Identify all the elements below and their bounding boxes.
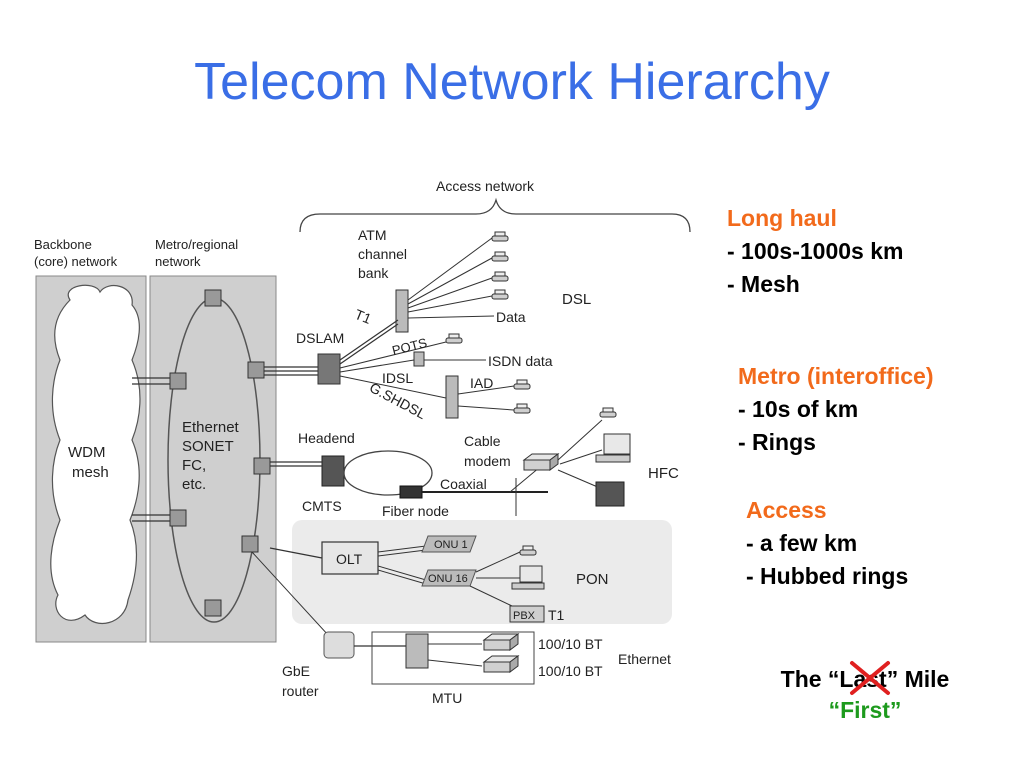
access-brace: [299, 197, 691, 233]
long-haul-heading: Long haul: [727, 205, 837, 231]
mtu-box: [371, 631, 535, 685]
long-haul-block: Long haul - 100s-1000s km - Mesh: [727, 202, 903, 301]
label-ring-3: FC,: [182, 457, 206, 474]
label-dsl: DSL: [562, 291, 591, 308]
label-cmts: CMTS: [302, 498, 342, 514]
metro-block: Metro (interoffice) - 10s of km - Rings: [738, 360, 934, 459]
label-headend: Headend: [298, 430, 355, 446]
mile-block: The “Last” Mile “First”: [740, 664, 990, 726]
mile-first: “First”: [828, 697, 902, 723]
hfc-tv: [595, 481, 625, 507]
label-ethernet: Ethernet: [618, 651, 671, 667]
label-ring-4: etc.: [182, 476, 206, 493]
access-line-1: - a few km: [746, 530, 858, 556]
label-backbone-1: Backbone: [34, 237, 92, 252]
label-t1-pon: T1: [548, 607, 565, 623]
label-atm-3: bank: [358, 265, 389, 281]
onu1: [421, 535, 477, 553]
label-mtu: MTU: [432, 690, 462, 706]
strike-x-icon: [850, 661, 890, 695]
label-metro-1: Metro/regional: [155, 237, 238, 252]
label-onu1: ONU 1: [434, 539, 468, 551]
label-atm-2: channel: [358, 246, 407, 262]
ring-node-right1: [247, 361, 265, 379]
label-olt: OLT: [336, 551, 363, 567]
hfc-pc: [595, 433, 631, 463]
label-gbe-1: GbE: [282, 663, 310, 679]
label-iad: IAD: [470, 375, 493, 391]
label-data: Data: [496, 309, 526, 325]
iad: [445, 375, 459, 419]
ring-node-left2: [169, 509, 187, 527]
dslam: [317, 353, 341, 385]
mtu-switch: [405, 633, 429, 669]
label-pon: PON: [576, 571, 609, 588]
olt: [321, 541, 379, 575]
label-fiber-node: Fiber node: [382, 503, 449, 519]
label-ring-2: SONET: [182, 438, 234, 455]
ring-node-left1: [169, 372, 187, 390]
label-gbe-2: router: [282, 683, 319, 699]
fiber-node: [399, 485, 423, 499]
label-t1-top: T1: [353, 306, 374, 327]
label-idsl: IDSL: [382, 370, 413, 386]
label-cable-1: Cable: [464, 433, 501, 449]
label-bt2: 100/10 BT: [538, 663, 603, 679]
label-backbone-2: (core) network: [34, 254, 118, 269]
mile-line-1: The “Last” Mile: [780, 666, 950, 692]
pbx: [509, 605, 545, 623]
ring-node-top: [204, 289, 222, 307]
label-cable-2: modem: [464, 453, 511, 469]
access-heading: Access: [746, 497, 827, 523]
slide-title: Telecom Network Hierarchy: [194, 53, 830, 111]
label-onu16: ONU 16: [428, 573, 468, 585]
atm-channel-bank: [395, 289, 409, 333]
label-ring-1: Ethernet: [182, 419, 240, 436]
ring-node-bottom: [204, 599, 222, 617]
label-dslam: DSLAM: [296, 330, 344, 346]
access-block: Access - a few km - Hubbed rings: [746, 494, 908, 593]
label-pbx: PBX: [513, 610, 536, 622]
label-wdm-1: WDM: [68, 444, 106, 461]
pon-area: [292, 520, 672, 624]
gbe-router: [323, 631, 355, 659]
label-isdn: ISDN data: [488, 353, 553, 369]
label-access-network: Access network: [436, 178, 535, 194]
long-haul-line-1: - 100s-1000s km: [727, 238, 904, 264]
ring-node-right3: [241, 535, 259, 553]
wdm-cloud: [50, 284, 141, 624]
metro-line-2: - Rings: [738, 429, 816, 455]
label-bt1: 100/10 BT: [538, 636, 603, 652]
label-wdm-2: mesh: [72, 464, 109, 481]
ring-node-right2: [253, 457, 271, 475]
access-line-2: - Hubbed rings: [746, 563, 909, 589]
cmts: [321, 455, 345, 487]
pon-pc: [511, 565, 545, 590]
label-metro-2: network: [155, 254, 201, 269]
label-atm-1: ATM: [358, 227, 387, 243]
metro-heading: Metro (interoffice): [738, 363, 934, 389]
metro-line-1: - 10s of km: [738, 396, 859, 422]
long-haul-line-2: - Mesh: [727, 271, 800, 297]
label-hfc: HFC: [648, 465, 679, 482]
fiber-loop: [343, 450, 433, 496]
label-coaxial: Coaxial: [440, 476, 487, 492]
